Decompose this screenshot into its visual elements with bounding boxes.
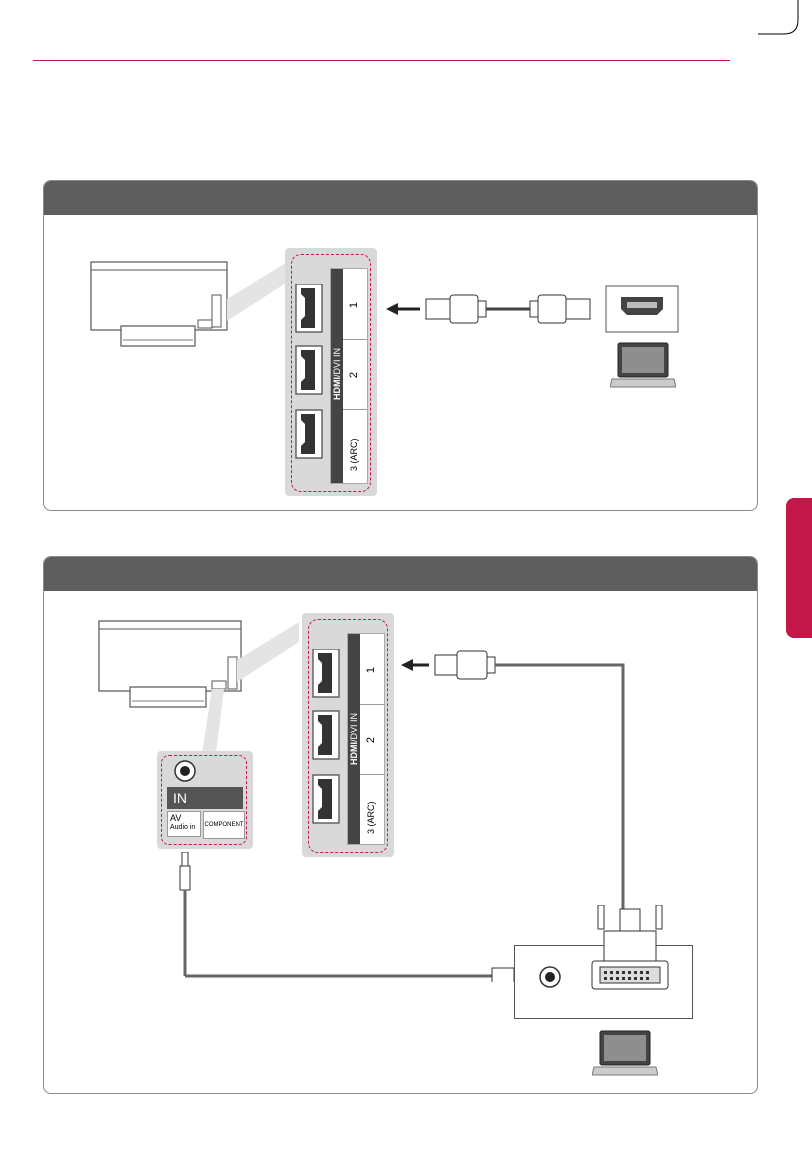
in-label: IN [173, 790, 187, 806]
dvi-connector-icon [590, 905, 670, 997]
connection-panel-hdmi: 1 2 3 (ARC) HDMI/DVI IN [43, 180, 758, 511]
port-divider [343, 409, 367, 410]
tv-back-icon [90, 260, 230, 352]
zoom-callout [229, 612, 304, 692]
crop-mark-icon [758, 0, 812, 40]
port-number-2: 2 [348, 372, 360, 378]
panel-title [44, 190, 58, 206]
audio-jack-icon [538, 965, 562, 989]
av-label-box: AV Audio in [167, 811, 201, 837]
hdmi-dvi-label: HDMI/DVI IN [332, 312, 342, 436]
audio-in-label: Audio in [170, 823, 198, 833]
audio-jack-icon [173, 759, 197, 783]
zoom-callout [194, 687, 264, 757]
in-label-bar: IN [167, 787, 243, 809]
port-divider [360, 774, 384, 775]
hdmi-port-icon [312, 649, 342, 849]
hdmi-dvi-label: HDMI/DVI IN [349, 677, 359, 801]
panel-title [44, 566, 58, 582]
audio-cable-icon [174, 852, 554, 982]
port-divider [343, 339, 367, 340]
hdmi-port-panel: 1 2 3 (ARC) HDMI/DVI IN [302, 613, 394, 857]
zoom-callout [219, 251, 294, 331]
component-label-box: COMPONENT [203, 811, 245, 839]
arrow-left-icon [401, 659, 413, 671]
port-number-3: 3 (ARC) [366, 784, 376, 834]
section-side-tab [786, 498, 812, 638]
av-label: AV [170, 813, 198, 823]
port-label-column: 1 2 3 (ARC) HDMI/DVI IN [347, 633, 385, 845]
port-number-1: 1 [365, 667, 377, 673]
port-label-column: 1 2 3 (ARC) HDMI/DVI IN [330, 268, 368, 484]
port-number-1: 1 [348, 302, 360, 308]
panel-header [44, 557, 757, 591]
dvi-in-label: /DVI IN [349, 713, 359, 742]
laptop-icon [592, 1029, 658, 1079]
dvi-in-label: /DVI IN [332, 348, 342, 377]
hdmi-port-icon [295, 284, 325, 484]
arrow-left-icon [386, 303, 398, 315]
connection-panel-dvi: 1 2 3 (ARC) HDMI/DVI IN IN AV Audio in C… [43, 556, 758, 1094]
hdmi-brand: HDMI [349, 742, 359, 765]
laptop-icon [610, 341, 676, 391]
header-rule [33, 60, 730, 61]
port-divider [360, 704, 384, 705]
component-label: COMPONENT [205, 822, 244, 828]
hdmi-cable-icon [384, 291, 600, 327]
port-number-3: 3 (ARC) [349, 421, 359, 471]
port-number-2: 2 [365, 737, 377, 743]
device-hdmi-port-icon [605, 285, 679, 333]
hdmi-brand: HDMI [332, 377, 342, 400]
hdmi-port-panel: 1 2 3 (ARC) HDMI/DVI IN [285, 248, 377, 496]
av-input-panel: IN AV Audio in COMPONENT [157, 751, 253, 849]
panel-header [44, 181, 757, 215]
